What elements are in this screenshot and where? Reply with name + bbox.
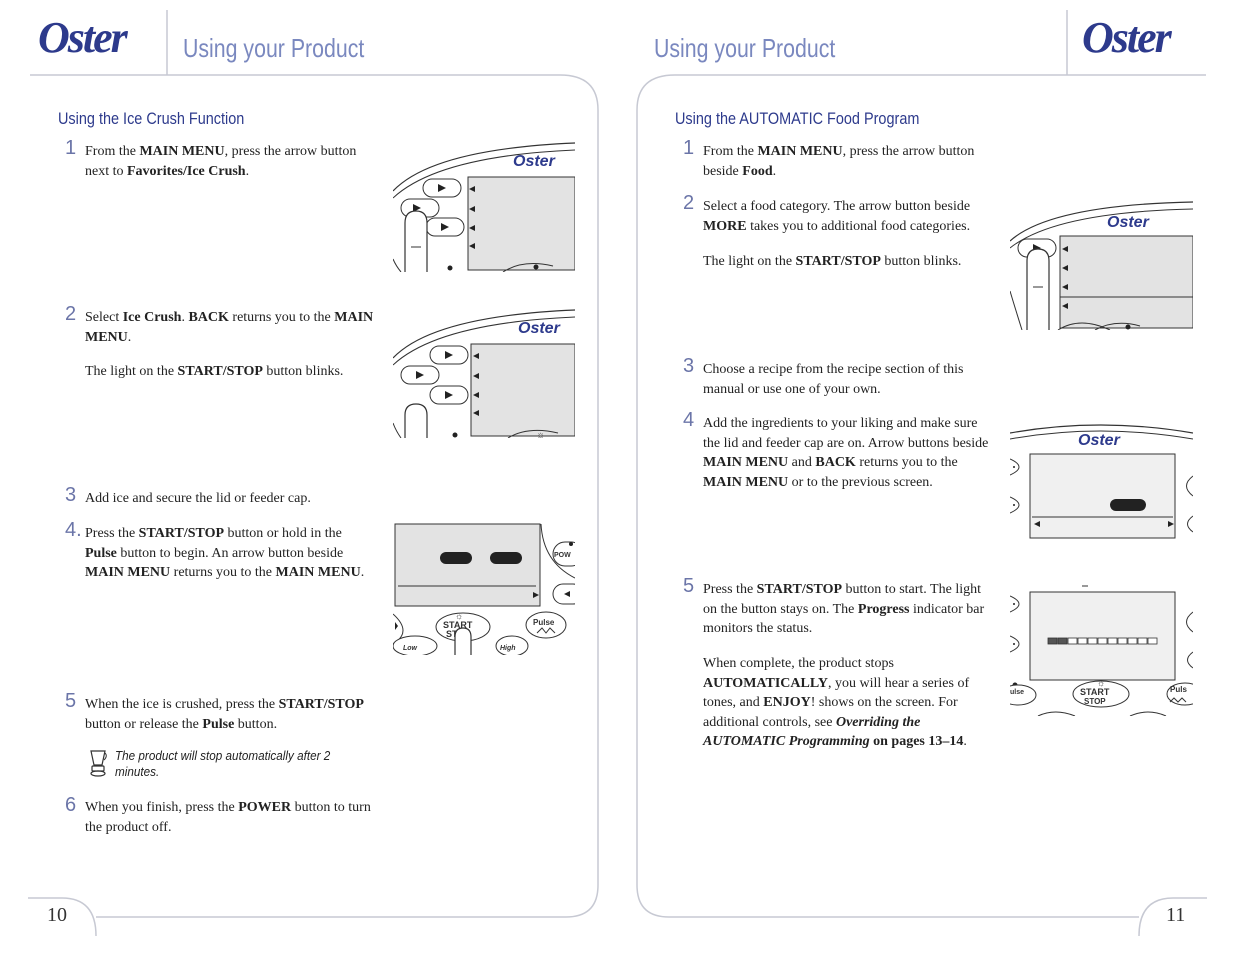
step-number: 5 <box>683 575 695 597</box>
blender-note-icon <box>90 750 107 777</box>
control-panel-illustration: Oster ☼ <box>393 309 575 438</box>
light-icon: ☼ <box>1097 678 1105 688</box>
step-number: 1 <box>683 137 695 159</box>
step-number: 3 <box>65 484 77 506</box>
step-text: Press the START/STOP button or hold in t… <box>85 526 365 580</box>
control-panel-illustration: Oster <box>1010 424 1193 539</box>
arrow-button <box>429 385 469 405</box>
stop-label: STOP <box>1084 697 1106 706</box>
pulse-label: Pulse <box>533 618 555 627</box>
step-text: When you finish, press the POWER button … <box>85 800 371 835</box>
step-number: 5 <box>65 690 77 712</box>
arrow-button <box>429 345 469 365</box>
page-title: Using your Product <box>183 33 365 63</box>
step-text: Add the ingredients to your liking and m… <box>703 416 989 490</box>
page-number: 10 <box>47 904 67 926</box>
arrow-button <box>422 178 462 198</box>
section-title: Using the Ice Crush Function <box>58 109 245 128</box>
panel-brand: Oster <box>1107 214 1150 231</box>
control-panel-illustration: POW ☼ START STOP Pulse Low High <box>393 523 575 655</box>
panel-brand: Oster <box>513 153 556 170</box>
progress-segment <box>1137 637 1148 645</box>
progress-segment <box>1047 637 1058 645</box>
pulse-label: ulse <box>1010 689 1024 696</box>
start-label: START <box>443 620 473 630</box>
brand-logo: Oster <box>1082 13 1172 62</box>
step-text: Choose a recipe from the recipe section … <box>703 362 964 397</box>
step-text: Press the START/STOP button to start. Th… <box>703 582 985 636</box>
panel-brand: Oster <box>518 320 561 337</box>
start-label: START <box>1080 687 1110 697</box>
step-text: From the MAIN MENU, press the arrow butt… <box>703 144 975 179</box>
progress-segment <box>1147 637 1158 645</box>
low-label: Low <box>403 645 418 652</box>
control-panel-illustration: Oster <box>393 142 575 272</box>
progress-segment <box>1077 637 1088 645</box>
step-text: When complete, the product stops AUTOMAT… <box>703 656 970 749</box>
finger-icon <box>404 210 428 272</box>
arrow-button <box>425 217 465 237</box>
brand-logo: Oster <box>38 13 128 62</box>
step-text: The light on the START/STOP button blink… <box>703 254 962 269</box>
pulse-label: Puls <box>1170 685 1187 694</box>
page-number: 11 <box>1166 904 1186 926</box>
page-title: Using your Product <box>654 33 836 63</box>
step-text: When the ice is crushed, press the START… <box>85 697 364 732</box>
step-number: 6 <box>65 794 77 816</box>
step-text: Select a food category. The arrow button… <box>703 199 971 234</box>
progress-segment <box>1087 637 1098 645</box>
step-text: From the MAIN MENU, press the arrow butt… <box>85 144 357 179</box>
arrow-button <box>400 365 440 385</box>
progress-segment <box>1057 637 1068 645</box>
step-text: Select Ice Crush. BACK returns you to th… <box>85 310 374 345</box>
progress-segment <box>1097 637 1108 645</box>
light-icon: ☼ <box>536 430 545 438</box>
progress-segment <box>1127 637 1138 645</box>
high-label: High <box>500 645 516 652</box>
step-number: 1 <box>65 137 77 159</box>
step-number: 2 <box>65 303 77 325</box>
step-text: The light on the START/STOP button blink… <box>85 364 344 379</box>
finger-icon <box>1026 248 1050 330</box>
step-number: 3 <box>683 355 695 377</box>
panel-brand: Oster <box>1078 432 1121 449</box>
step-number: 4. <box>65 519 82 541</box>
control-panel-illustration: ulse ☼ START STOP Puls <box>1010 585 1193 716</box>
section-title: Using the AUTOMATIC Food Program <box>675 109 920 128</box>
control-panel-illustration: Oster <box>1010 201 1193 330</box>
progress-segment <box>1117 637 1128 645</box>
progress-segment <box>1067 637 1078 645</box>
progress-bar <box>1047 637 1158 645</box>
light-icon: ☼ <box>455 611 463 621</box>
step-text: Add ice and secure the lid or feeder cap… <box>85 491 311 506</box>
note-text: The product will stop automatically afte… <box>115 748 331 779</box>
progress-segment <box>1107 637 1118 645</box>
step-number: 2 <box>683 192 695 214</box>
finger-icon <box>404 403 428 438</box>
finger-icon <box>454 627 472 655</box>
power-label: POW <box>554 552 571 559</box>
step-number: 4 <box>683 409 695 431</box>
